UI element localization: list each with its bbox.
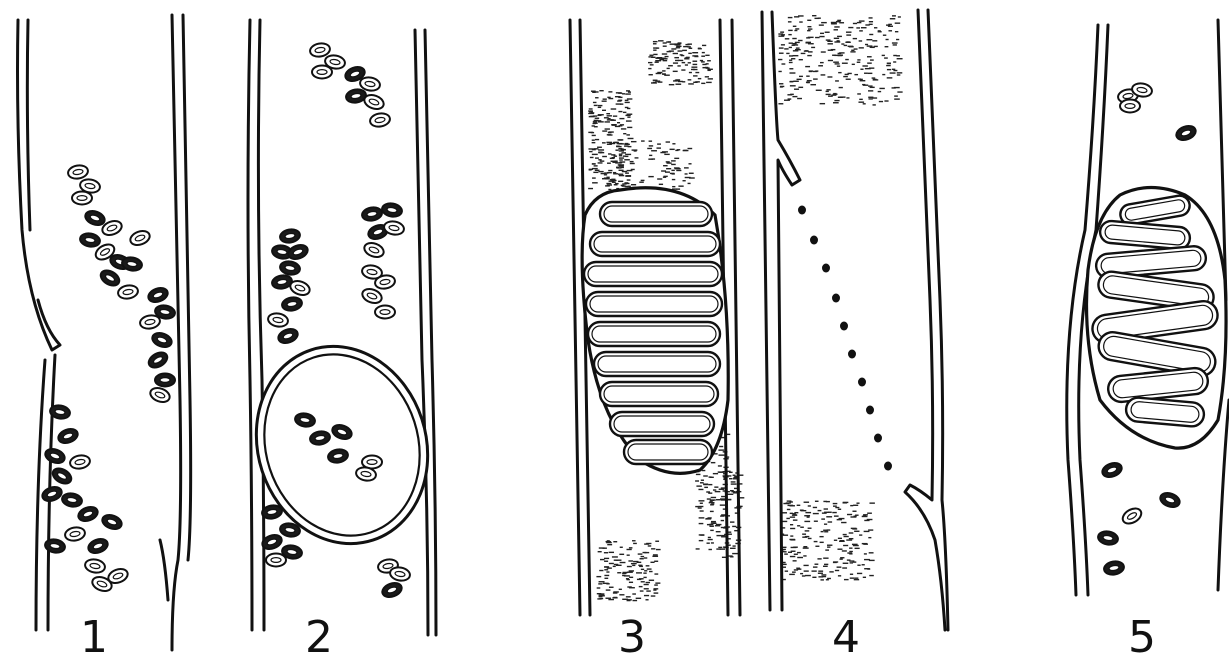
blood-cell (64, 526, 86, 542)
blood-cell (72, 192, 92, 205)
blood-cell (312, 66, 332, 79)
blood-cell (40, 484, 63, 503)
blood-cell (84, 558, 106, 574)
blood-cell (279, 228, 301, 244)
blood-cell (86, 536, 109, 555)
blood-cell (150, 330, 173, 349)
blood-cell (1100, 460, 1123, 479)
particle (884, 462, 892, 471)
blood-cell (100, 512, 123, 531)
panel-2-label: 2 (305, 612, 333, 663)
particle (866, 406, 874, 415)
blood-cell (362, 240, 385, 259)
blood-cell (128, 228, 151, 247)
blood-cell (267, 312, 289, 328)
panel-1-vessel-walls (18, 15, 191, 650)
panel-3-segmented-body (582, 188, 728, 474)
panel-3-label: 3 (618, 612, 646, 663)
panel-1-cells (40, 164, 176, 594)
panel-4-label: 4 (832, 612, 860, 663)
particle (848, 350, 856, 359)
blood-cell (139, 314, 161, 330)
panel-5-segmented-body (1087, 188, 1227, 449)
particle (840, 322, 848, 331)
blood-cell (279, 260, 301, 276)
blood-cell (69, 454, 91, 470)
blood-cell (148, 385, 171, 404)
blood-cell (389, 566, 411, 582)
panel-1: 1 (18, 15, 191, 663)
blood-cell (1120, 100, 1140, 113)
blood-cell (361, 206, 383, 222)
panel-4: 4 (762, 10, 948, 663)
blood-cell (276, 326, 299, 345)
blood-cell (146, 285, 169, 304)
panel-3: 3 (570, 20, 744, 663)
blood-cell (56, 426, 79, 445)
blood-cell (266, 554, 286, 567)
blood-cell (281, 296, 303, 312)
particle (798, 206, 806, 215)
particle (858, 378, 866, 387)
panel-4-particle-chain (798, 206, 892, 471)
panel-4-vessel-walls (762, 10, 948, 630)
blood-cell (1158, 490, 1181, 509)
panel-1-label: 1 (80, 612, 108, 663)
blood-cell (43, 446, 66, 465)
blood-cell (98, 267, 122, 288)
particle (810, 236, 818, 245)
blood-cell (117, 284, 139, 300)
panel-5: 5 (1067, 20, 1229, 663)
blood-cell (83, 208, 106, 227)
blood-cell (369, 112, 391, 128)
panel-5-label: 5 (1128, 612, 1156, 663)
particle (832, 294, 840, 303)
blood-cell (375, 306, 395, 319)
blood-cell (380, 580, 403, 599)
panel-2: 2 (231, 20, 453, 663)
blood-cell (155, 374, 175, 387)
blood-cell (1097, 530, 1119, 546)
blood-cell (286, 242, 309, 261)
blood-cell (76, 504, 99, 523)
blood-cell (67, 164, 89, 180)
blood-cell (146, 349, 170, 370)
blood-cell (1120, 505, 1144, 526)
particle (822, 264, 830, 273)
blood-cell (1103, 560, 1125, 576)
blood-cell (61, 492, 83, 508)
blood-cell (360, 286, 383, 305)
blood-cell (1174, 123, 1197, 142)
particle (874, 434, 882, 443)
panel-4-stippled-areas (778, 15, 903, 581)
blood-cell (50, 465, 74, 486)
blood-cell (79, 232, 101, 248)
blood-cell (381, 202, 403, 218)
